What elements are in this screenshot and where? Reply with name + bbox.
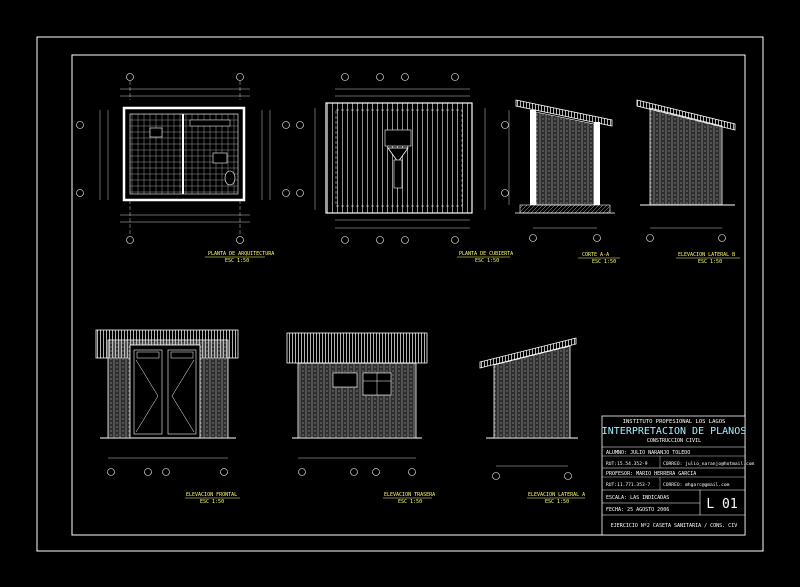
front-elevation-title: ELEVACION FRONTAL	[186, 492, 237, 498]
section-aa-title: CORTE A-A	[582, 252, 609, 258]
floor-plan-view: PLANTA DE ARQUITECTURA ESC 1:50	[76, 73, 290, 264]
front-elevation-scale: ESC 1:50	[200, 499, 224, 505]
outer-border	[36, 36, 764, 552]
professor-email: CORREO: mhgarc@gmail.com	[663, 482, 730, 488]
side-elevation-b-view: ELEVACION LATERAL B ESC 1:50	[636, 99, 740, 265]
roof-plan-title: PLANTA DE CUBIERTA	[459, 251, 513, 257]
floor-plan-title: PLANTA DE ARQUITECTURA	[208, 251, 274, 257]
section-aa-scale: ESC 1:50	[592, 259, 616, 265]
roof-plan-scale: ESC 1:50	[475, 258, 499, 264]
side-elevation-b-scale: ESC 1:50	[698, 259, 722, 265]
rear-elevation-scale: ESC 1:50	[398, 499, 422, 505]
section-aa-view: CORTE A-A ESC 1:50	[508, 99, 620, 265]
rear-elevation-view: ELEVACION TRASERA ESC 1:50	[286, 332, 435, 505]
drawing-main-title: INTERPRETACION DE PLANOS	[602, 426, 747, 437]
side-elevation-a-scale: ESC 1:50	[545, 499, 569, 505]
drawing-date: FECHA: 25 AGOSTO 2006	[606, 507, 669, 513]
professor-name: PROFESOR: MARIO HERRERA GARCIA	[606, 471, 696, 477]
exercise-title: EJERCICIO Nº2 CASETA SANITARIA / CONS. C…	[611, 523, 737, 529]
rear-elevation-title: ELEVACION TRASERA	[384, 492, 435, 498]
institute-name: INSTITUTO PROFESIONAL LOS LAGOS	[623, 419, 726, 425]
side-elevation-a-view: ELEVACION LATERAL A ESC 1:50	[479, 337, 585, 505]
side-elevation-a-title: ELEVACION LATERAL A	[528, 492, 585, 498]
side-elevation-b-title: ELEVACION LATERAL B	[678, 252, 735, 258]
inner-border	[71, 54, 746, 536]
sheet-number: L 01	[706, 497, 737, 512]
student-rut: RUT:15.54.352-9	[606, 461, 648, 467]
scale-note: ESCALA: LAS INDICADAS	[606, 495, 669, 501]
floor-plan-scale: ESC 1:50	[225, 258, 249, 264]
title-block: INSTITUTO PROFESIONAL LOS LAGOS INTERPRE…	[601, 415, 755, 536]
drawing-subtitle: CONSTRUCCION CIVIL	[647, 438, 701, 444]
student-email: CORREO: julio_naranjo@hotmail.com	[663, 461, 755, 467]
student-name: ALUMNO: JULIO NARANJO TOLEDO	[606, 450, 690, 456]
professor-rut: RUT:11.771.353-7	[606, 482, 650, 488]
front-elevation-view: ELEVACION FRONTAL ESC 1:50	[95, 329, 240, 505]
roof-plan-view: PLANTA DE CUBIERTA ESC 1:50	[296, 73, 513, 264]
